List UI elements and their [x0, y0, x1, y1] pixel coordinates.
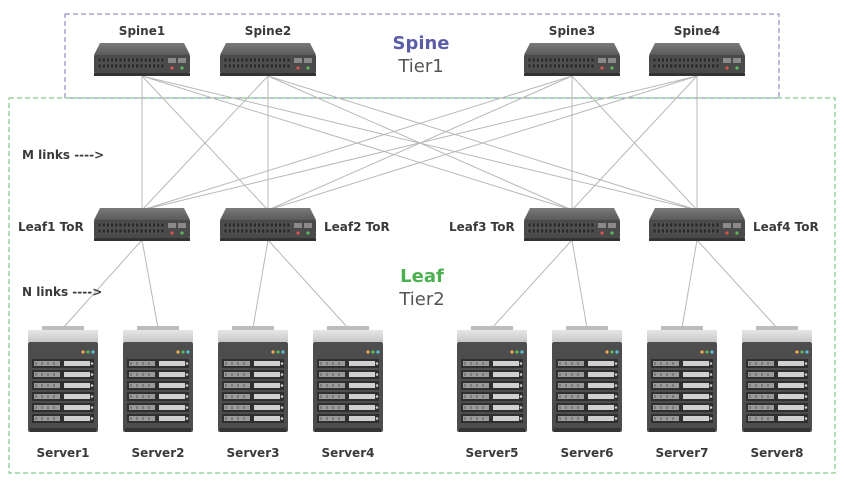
server-label: Server8: [750, 446, 804, 460]
leaf-server-link: [681, 239, 698, 329]
n-links-label: N links ---->: [22, 285, 103, 299]
spine-label: Spine1: [118, 24, 166, 38]
spine-label: Spine2: [244, 24, 292, 38]
server-icon: [313, 326, 383, 432]
devices-layer: [28, 43, 812, 432]
spine-tier-subtitle: Tier1: [398, 56, 444, 77]
leaf-tier-subtitle: Tier2: [399, 289, 445, 310]
leaf-label: Leaf2 ToR: [324, 220, 390, 234]
spine-leaf-link: [141, 75, 698, 211]
leaf-server-link: [141, 239, 159, 329]
spine-tier-title: Spine: [392, 33, 450, 54]
spine-leaf-link: [141, 75, 269, 211]
leaf-server-link: [62, 239, 143, 329]
server-icon: [218, 326, 288, 432]
leaf-switch-icon: [524, 208, 620, 241]
leaf-server-link: [252, 239, 269, 329]
leaf-server-link: [571, 239, 588, 329]
leaf-server-link: [491, 239, 573, 329]
leaf-server-link: [267, 239, 349, 329]
server-label: Server7: [655, 446, 709, 460]
spine-switch-icon: [220, 43, 316, 76]
server-label: Server6: [560, 446, 614, 460]
leaf-switch-icon: [649, 208, 745, 241]
leaf-server-link: [696, 239, 778, 329]
spine-leaf-link: [141, 75, 573, 211]
links-layer: [62, 75, 778, 329]
server-label: Server1: [36, 446, 90, 460]
server-icon: [647, 326, 717, 432]
leaf-label: Leaf4 ToR: [753, 220, 819, 234]
m-links-label: M links ---->: [22, 148, 105, 162]
server-icon: [28, 326, 98, 432]
server-icon: [123, 326, 193, 432]
server-icon: [552, 326, 622, 432]
server-label: Server2: [131, 446, 185, 460]
leaf-tier-title: Leaf: [400, 266, 444, 287]
server-label: Server5: [465, 446, 519, 460]
spine-label: Spine4: [673, 24, 721, 38]
server-label: Server3: [226, 446, 280, 460]
spine-switch-icon: [649, 43, 745, 76]
spine-label: Spine3: [548, 24, 596, 38]
leaf-switch-icon: [220, 208, 316, 241]
spine-switch-icon: [94, 43, 190, 76]
leaf-tier-box: [8, 97, 836, 474]
leaf-label: Leaf3 ToR: [449, 220, 515, 234]
server-label: Server4: [321, 446, 375, 460]
spine-leaf-link: [571, 75, 698, 211]
leaf-switch-icon: [94, 208, 190, 241]
spine-switch-icon: [524, 43, 620, 76]
spine-leaf-link: [267, 75, 698, 211]
server-icon: [742, 326, 812, 432]
leaf-label: Leaf1 ToR: [18, 220, 84, 234]
server-icon: [457, 326, 527, 432]
